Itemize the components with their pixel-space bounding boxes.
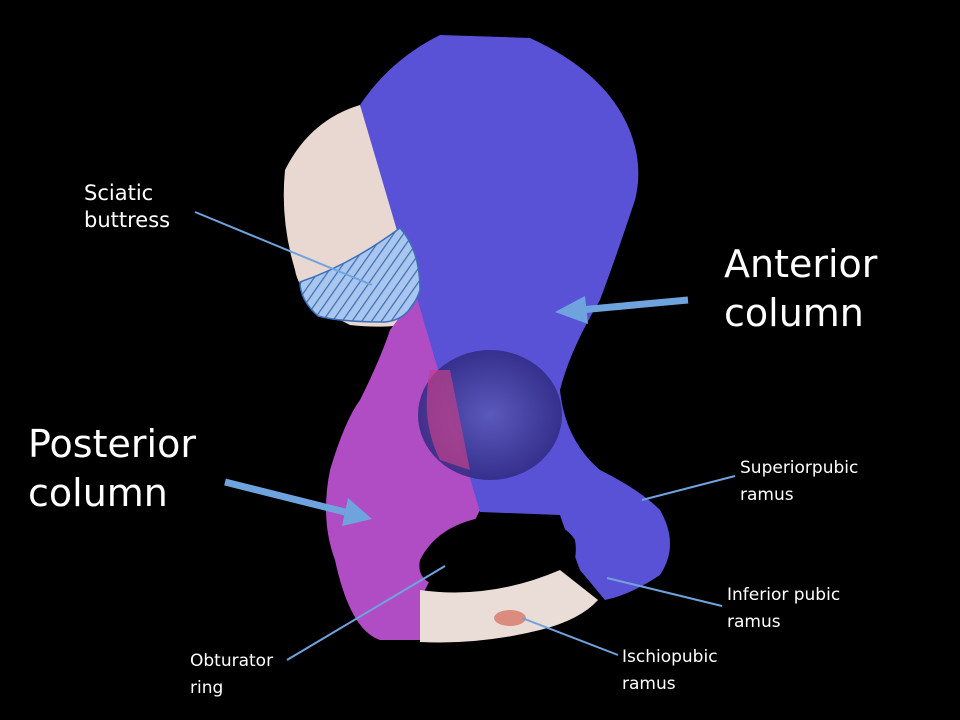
superior-pubic-ramus-label: Superiorpubic ramus — [740, 455, 858, 509]
ischiopubic-ramus-label: Ischiopubic ramus — [622, 644, 718, 698]
ischiopubic-ramus-region — [420, 570, 598, 643]
label-line: ring — [190, 678, 224, 699]
sciatic-buttress-hatch — [299, 226, 421, 323]
label-line: Ischiopubic — [622, 647, 718, 667]
posterior-column-label: Posterior column — [28, 420, 196, 519]
posterior-column-arrow — [224, 478, 372, 526]
sciatic-buttress-label: Sciatic buttress — [84, 180, 170, 235]
label-line: ramus — [740, 485, 794, 506]
label-line: Sciatic — [84, 181, 154, 205]
inferior-pubic-ramus-label: Inferior pubic ramus — [727, 582, 840, 636]
label-line: Posterior — [28, 422, 196, 466]
obturator-ring-label: Obturator ring — [190, 648, 273, 702]
label-line: Superiorpubic — [740, 458, 859, 478]
anterior-column-label: Anterior column — [724, 240, 877, 339]
label-line: ramus — [622, 674, 676, 695]
anterior-column-region — [360, 35, 670, 600]
obturator-foramen — [419, 515, 576, 589]
label-line: column — [724, 291, 864, 336]
anterior-column-arrow — [555, 296, 689, 324]
label-line: Anterior — [724, 242, 878, 286]
pointer-lines — [194, 211, 736, 661]
label-line: Obturator — [190, 651, 274, 671]
label-line: ramus — [727, 612, 781, 633]
label-line: buttress — [84, 208, 171, 233]
label-line: column — [28, 471, 168, 516]
label-line: Inferior pubic — [727, 585, 841, 605]
